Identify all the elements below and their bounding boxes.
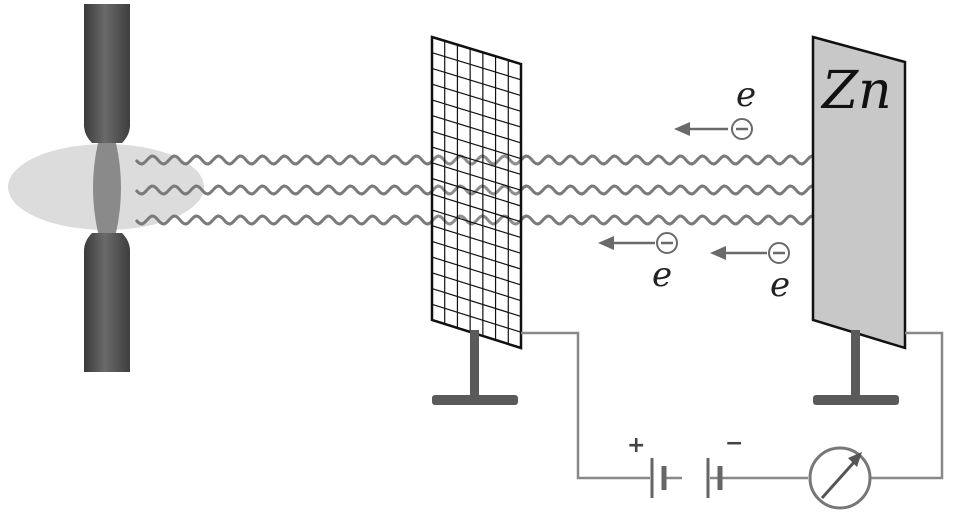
upper-electrode: [84, 4, 130, 143]
electron-label: e: [652, 255, 672, 295]
battery-cell-icon: [650, 458, 723, 498]
grid-stand: [432, 330, 518, 405]
grid-wire-horizontal: [431, 240, 522, 270]
grid-wire-horizontal: [431, 99, 522, 128]
grid-wire-horizontal: [431, 67, 522, 97]
grid-wire-horizontal: [431, 115, 522, 144]
light-rays: [134, 154, 842, 226]
plate-label: Zn: [820, 61, 892, 121]
battery-minus-label: −: [725, 431, 743, 456]
grid-wire-horizontal: [431, 287, 522, 318]
grid-wire-horizontal: [431, 209, 522, 239]
lower-electrode: [84, 233, 130, 372]
grid-wire-horizontal: [431, 146, 522, 176]
grid-wire-horizontal: [431, 225, 522, 254]
circuit-wires: [521, 331, 944, 480]
battery-plus-label: +: [627, 433, 645, 458]
arc-lamp: [84, 4, 130, 372]
grid-mesh: [431, 40, 522, 344]
grid-wire-horizontal: [431, 52, 522, 81]
electron-right: e: [710, 242, 790, 305]
grid-wire-horizontal: [431, 256, 522, 286]
wire-zinc: [870, 331, 944, 480]
electron-left: e: [598, 232, 678, 295]
electron-top: e: [674, 75, 756, 140]
grid-wire-horizontal: [431, 272, 522, 302]
grid-wire-horizontal: [431, 130, 522, 160]
zinc-plate-body: [811, 35, 907, 350]
arc-discharge: [93, 143, 121, 233]
electron-label: e: [736, 75, 756, 115]
zinc-stand: [813, 330, 899, 405]
galvanometer-icon: [808, 446, 872, 510]
grid-wire-horizontal: [431, 83, 522, 112]
zinc-plate: Zn: [811, 35, 907, 350]
battery: + −: [627, 431, 743, 498]
grid-wire-horizontal: [431, 193, 522, 223]
grid-wire-horizontal: [431, 303, 522, 333]
light-ray: [134, 214, 842, 226]
grid-wire-horizontal: [431, 177, 522, 207]
electron-label: e: [770, 265, 790, 305]
wire-grid: [521, 331, 650, 480]
grid-electrode: [430, 35, 523, 350]
grid-wire-horizontal: [431, 162, 522, 191]
light-ray: [134, 184, 842, 196]
light-ray: [134, 154, 842, 166]
